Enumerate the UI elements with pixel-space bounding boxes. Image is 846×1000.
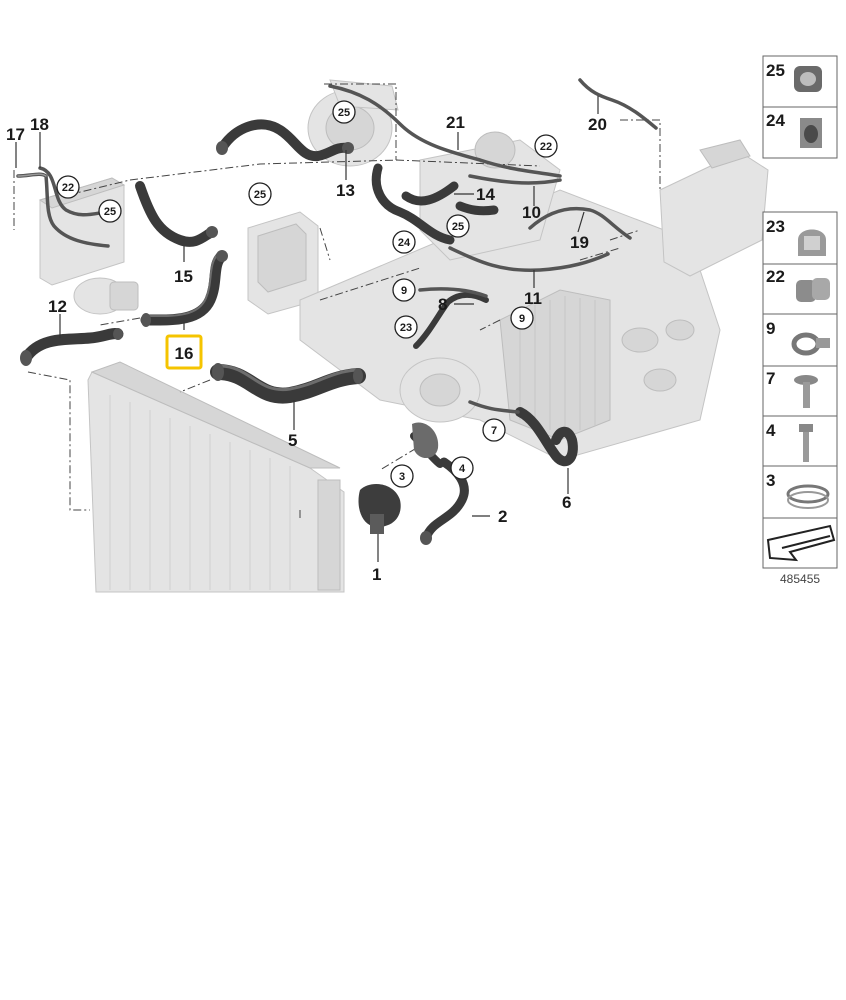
legend-number: 3 (766, 471, 775, 490)
part-label-10: 10 (522, 203, 541, 222)
legend-number: 9 (766, 319, 775, 338)
expansion-tank-illustration (38, 177, 126, 286)
double-clip-icon (796, 278, 830, 302)
retaining-clip-icon (800, 118, 822, 148)
spring-clamp-icon (786, 484, 830, 509)
legend-item-3[interactable]: 3 (766, 471, 830, 509)
legend-item-25[interactable]: 25 (766, 61, 822, 92)
legend-item-24[interactable]: 24 (766, 111, 822, 148)
legend-number: 22 (766, 267, 785, 286)
part-label-17: 17 (6, 125, 25, 144)
part-number-labels: 17 18 12 15 5 13 14 10 11 19 20 21 8 6 2… (6, 113, 607, 584)
circled-label-7: 7 (491, 425, 497, 437)
circled-label-9: 9 (519, 313, 525, 325)
part-label-21: 21 (446, 113, 465, 132)
legend-number: 25 (766, 61, 785, 80)
fittings (20, 141, 439, 545)
pipes (16, 78, 658, 414)
circled-reference-labels: 22 25 25 25 22 25 24 9 23 9 7 3 4 (56, 100, 558, 488)
part-label-16: 16 (175, 344, 194, 363)
legend-number: 4 (766, 421, 776, 440)
circled-label-25: 25 (338, 107, 350, 119)
coolant-reservoir-illustration (659, 139, 769, 277)
legend-number: 23 (766, 217, 785, 236)
circled-label-25: 25 (254, 189, 266, 201)
circled-label-9: 9 (401, 285, 407, 297)
dashed-connection-lines (13, 83, 661, 518)
part-label-19: 19 (570, 233, 589, 252)
legend-item-9[interactable]: 9 (766, 319, 830, 356)
quick-connector-icon (794, 66, 822, 92)
part-label-14: 14 (476, 185, 495, 204)
circled-label-22: 22 (62, 182, 74, 194)
part-label-20: 20 (588, 115, 607, 134)
part-label-8: 8 (438, 295, 447, 314)
circled-label-3: 3 (399, 471, 405, 483)
legend-number: 24 (766, 111, 785, 130)
hose-clip-icon (798, 229, 826, 256)
circled-label-25: 25 (104, 206, 116, 218)
leader-lines (15, 96, 599, 562)
circled-label-25: 25 (452, 221, 464, 233)
part-label-12: 12 (48, 297, 67, 316)
collar-screw-icon (794, 375, 818, 408)
circled-label-22: 22 (540, 141, 552, 153)
legend-number: 7 (766, 369, 775, 388)
heater-valve-illustration (247, 211, 319, 315)
reference-arrow-icon (766, 524, 836, 562)
part-label-18: 18 (30, 115, 49, 134)
legend-item-22[interactable]: 22 (766, 267, 830, 302)
circled-label-4: 4 (459, 463, 466, 475)
legend-item-4[interactable]: 4 (766, 421, 813, 462)
legend-item-23[interactable]: 23 (766, 217, 826, 256)
parts-legend: 25 24 23 22 (762, 55, 838, 586)
radiator-illustration (87, 361, 345, 593)
part-label-15: 15 (174, 267, 193, 286)
part-label-13: 13 (336, 181, 355, 200)
part-label-1: 1 (372, 565, 381, 584)
part-label-2: 2 (498, 507, 507, 526)
thermostat-housing-illustration (399, 357, 481, 423)
part-label-11: 11 (524, 289, 542, 308)
circled-label-23: 23 (400, 322, 412, 334)
highlighted-part-16[interactable]: 16 (165, 334, 203, 370)
part-label-5: 5 (288, 431, 297, 450)
legend-item-7[interactable]: 7 (766, 369, 818, 408)
bolt-icon (799, 424, 813, 462)
diagram-reference-number: 485455 (780, 572, 820, 586)
hose-clamp-icon (791, 332, 830, 356)
part-label-6: 6 (562, 493, 571, 512)
auxiliary-pump-illustration (73, 277, 139, 315)
circled-label-24: 24 (398, 237, 411, 249)
